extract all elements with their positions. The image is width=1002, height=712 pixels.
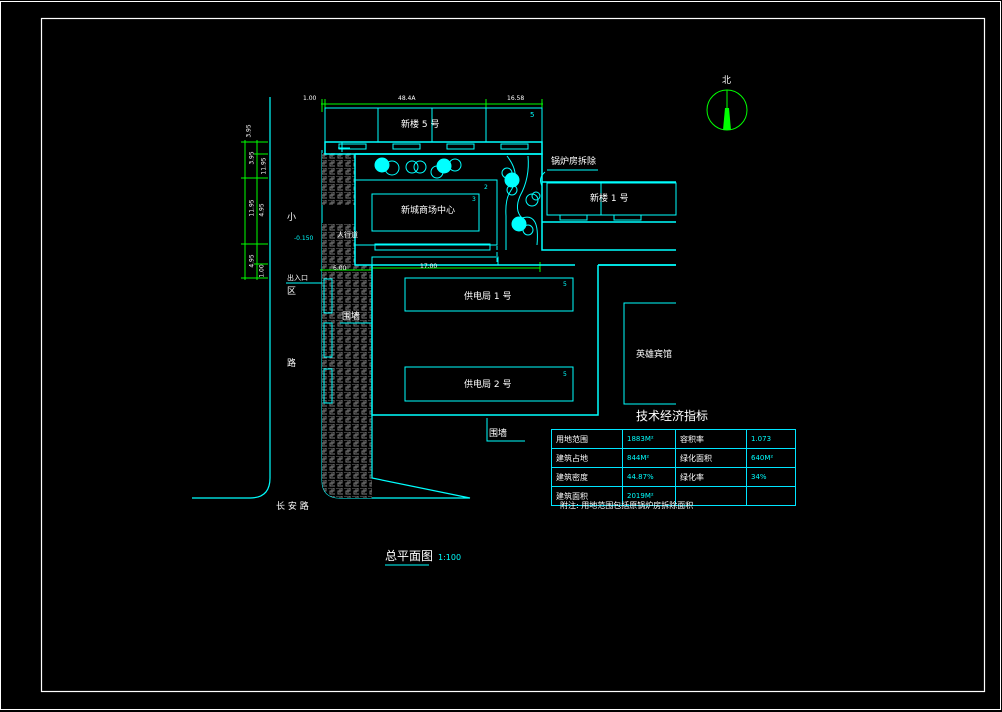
table-key: 容积率 xyxy=(675,429,747,449)
north-label: 北 xyxy=(722,76,732,86)
supply-bureau-1 xyxy=(404,277,574,312)
wall-label-1: 围墙 xyxy=(489,429,508,439)
indicators-table: 用地范围 1883M² 容积率 1.073 建筑占地 844M² 绿化面积 64… xyxy=(551,429,796,506)
hotel-label: 英雄宾馆 xyxy=(636,350,673,360)
building-new-1-label: 新楼 1 号 xyxy=(590,194,629,204)
building-new-5 xyxy=(324,107,543,155)
drawing-title: 总平面图 xyxy=(385,549,434,563)
table-key: 绿化面积 xyxy=(675,448,747,468)
table-key: 建筑占地 xyxy=(551,448,623,468)
indicators-note: 附注: 用地范围包括原锅炉房拆除面积 xyxy=(560,501,694,510)
table-row: 建筑面积 2019M² xyxy=(551,486,796,506)
table-key: 绿化率 xyxy=(675,467,747,487)
supply-bureau-1-floors: 5 xyxy=(563,281,567,288)
dim-top-1: 1.00 xyxy=(303,95,317,102)
table-value: 1883M² xyxy=(622,429,676,449)
dim-left-outer-3: 4.95 xyxy=(248,254,256,268)
table-value: 844M² xyxy=(622,448,676,468)
table-value xyxy=(746,486,796,506)
boiler-label: 锅炉房拆除 xyxy=(551,157,597,167)
table-value: 1.073 xyxy=(746,429,796,449)
main-road-label: 长 安 路 xyxy=(276,502,309,512)
table-row: 建筑密度 44.87% 绿化率 34% xyxy=(551,467,796,487)
dim-left-outer-2: 11.95 xyxy=(248,199,256,217)
dim-left-inner-4: 1.00 xyxy=(258,264,266,278)
planter-1 xyxy=(323,278,333,314)
elevation-label: -0.150 xyxy=(294,235,314,242)
gate-label: 出入口 xyxy=(287,274,308,282)
table-key: 用地范围 xyxy=(551,429,623,449)
dim-left-inner-1: 3.95 xyxy=(245,124,253,138)
walkway-hatch-lower xyxy=(322,223,372,498)
table-key: 建筑密度 xyxy=(551,467,623,487)
left-dimension xyxy=(241,140,541,280)
dim-left-inner-3: 4.95 xyxy=(258,203,266,217)
wall-leader-1 xyxy=(486,418,525,442)
center-building-label: 新城商场中心 xyxy=(401,206,456,216)
supply-bureau-2-label: 供电局 2 号 xyxy=(464,380,512,390)
walkway-hatch-upper xyxy=(322,153,355,205)
inner-frame xyxy=(40,17,986,693)
building-new-5-floors: 5 xyxy=(530,111,535,119)
table-value: 34% xyxy=(746,467,796,487)
dim-d2: 17.00 xyxy=(420,263,438,270)
table-value: 44.87% xyxy=(622,467,676,487)
hotel-building xyxy=(623,302,676,405)
dim-d1: 6.00 xyxy=(333,265,347,272)
trees xyxy=(374,155,541,250)
center-building-floors: 3 xyxy=(472,196,476,203)
supply-bureau-2-floors: 5 xyxy=(563,371,567,378)
table-row: 用地范围 1883M² 容积率 1.073 xyxy=(551,429,796,449)
side-road-char-3: 路 xyxy=(287,359,297,369)
dim-top-3: 16.58 xyxy=(507,95,525,102)
indicators-title: 技术经济指标 xyxy=(636,409,709,423)
building-new-5-label: 新楼 5 号 xyxy=(401,120,440,130)
supply-bureau-1-label: 供电局 1 号 xyxy=(464,292,512,302)
walkway-label: 人行道 xyxy=(337,231,358,239)
planter-2 xyxy=(323,322,333,358)
drawing-scale: 1:100 xyxy=(438,553,462,562)
new-building-1 xyxy=(540,171,677,221)
north-arrow-icon xyxy=(706,89,748,131)
side-road-char-1: 小 xyxy=(287,213,297,223)
planter-3 xyxy=(323,368,333,404)
wall-label-2: 围墙 xyxy=(342,312,361,322)
table-row: 建筑占地 844M² 绿化面积 640M² xyxy=(551,448,796,468)
center-building xyxy=(354,179,499,266)
table-value: 640M² xyxy=(746,448,796,468)
dim-left-inner-2: 11.95 xyxy=(260,157,268,175)
side-road-char-2: 区 xyxy=(287,287,297,297)
center-building-note: 2 xyxy=(484,184,488,191)
dim-top-2: 48.4A xyxy=(398,95,416,102)
dim-left-outer-1: 3.95 xyxy=(248,151,256,165)
table-key: 建筑面积 xyxy=(551,486,623,506)
side-road-left-edge xyxy=(192,97,271,499)
supply-bureau-2 xyxy=(404,366,574,402)
